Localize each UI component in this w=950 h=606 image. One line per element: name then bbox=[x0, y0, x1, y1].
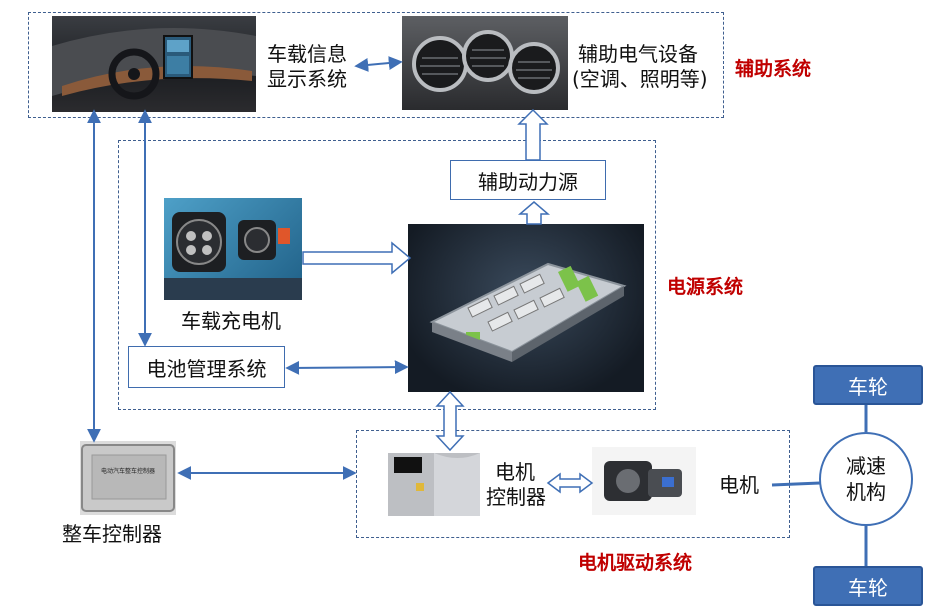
motor-controller-image bbox=[388, 453, 480, 516]
battery-drive-arrow bbox=[435, 390, 465, 452]
aux-devices-label: 辅助电气设备 (空调、照明等) bbox=[572, 42, 708, 92]
aux-devices-line1: 辅助电气设备 bbox=[578, 42, 698, 66]
display-system-line1: 车载信息 bbox=[267, 42, 347, 66]
motor-label: 电机 bbox=[719, 473, 759, 497]
dashboard-image bbox=[52, 16, 256, 112]
vcu-device-text: 电动汽车整车控制器 bbox=[101, 467, 155, 475]
aux-devices-line2: (空调、照明等) bbox=[572, 67, 708, 91]
motor-controller-line2: 控制器 bbox=[486, 485, 546, 509]
controller-motor-arrow bbox=[546, 472, 594, 494]
display-aux-arrow bbox=[354, 56, 403, 72]
aux-system-label: 辅助系统 bbox=[735, 58, 812, 80]
reducer-circle: 减速 机构 bbox=[819, 432, 913, 526]
charger-image bbox=[164, 198, 302, 300]
bms-box: 电池管理系统 bbox=[128, 346, 285, 388]
battery-pack-image bbox=[408, 224, 644, 392]
motor-reducer-link bbox=[771, 481, 821, 487]
air-vent-image bbox=[402, 16, 568, 110]
charger-label: 车载充电机 bbox=[181, 309, 281, 333]
drive-system-label: 电机驱动系统 bbox=[578, 552, 693, 574]
power-system-region bbox=[118, 140, 656, 410]
display-system-line2: 显示系统 bbox=[267, 67, 347, 91]
vcu-image: 电动汽车整车控制器 bbox=[80, 441, 176, 515]
motor-image bbox=[592, 447, 696, 515]
aux-system-region bbox=[28, 12, 724, 118]
reducer-line1: 减速 bbox=[846, 454, 886, 478]
reducer-line2: 机构 bbox=[846, 480, 886, 504]
motor-controller-label: 电机 控制器 bbox=[486, 460, 546, 510]
battery-auxpower-arrow bbox=[517, 201, 551, 225]
vcu-label: 整车控制器 bbox=[62, 522, 162, 546]
charger-battery-arrow bbox=[302, 241, 412, 275]
motor-controller-line1: 电机 bbox=[495, 460, 535, 484]
display-system-label: 车载信息 显示系统 bbox=[267, 42, 347, 92]
aux-power-box: 辅助动力源 bbox=[450, 160, 606, 200]
bms-battery-arrow bbox=[285, 360, 409, 375]
power-system-label: 电源系统 bbox=[667, 276, 744, 298]
wheel-top-box: 车轮 bbox=[813, 365, 923, 405]
auxpower-auxdevices-arrow bbox=[517, 108, 549, 161]
